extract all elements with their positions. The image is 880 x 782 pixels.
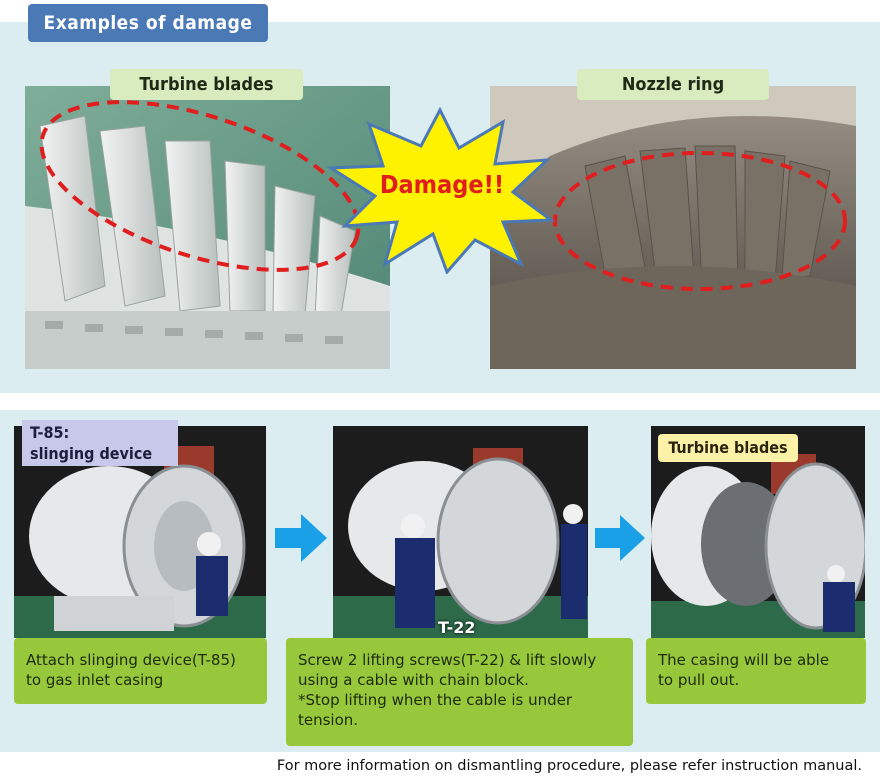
- next-step-arrow-icon: [275, 514, 327, 562]
- next-step-arrow-icon: [595, 515, 645, 561]
- nozzle-ring-label: Nozzle ring: [577, 69, 769, 100]
- step2-photo: [333, 426, 588, 638]
- step3-tag: Turbine blades: [658, 434, 798, 462]
- turbine-blades-label: Turbine blades: [110, 69, 303, 100]
- step3-photo: [651, 426, 865, 638]
- nozzle-ring-photo: [490, 86, 856, 369]
- footer-note: For more information on dismantling proc…: [276, 758, 862, 774]
- step2-caption: Screw 2 lifting screws(T-22) & lift slow…: [286, 638, 633, 746]
- turbine-blades-photo: [25, 86, 390, 369]
- step1-tag: T-85: slinging device: [22, 420, 178, 466]
- damage-burst-icon: [326, 106, 555, 274]
- section-title: Examples of damage: [28, 4, 268, 42]
- step1-caption: Attach slinging device(T-85) to gas inle…: [14, 638, 267, 704]
- step3-caption: The casing will be able to pull out.: [646, 638, 866, 704]
- damage-burst-text: Damage!!: [379, 170, 505, 199]
- t22-label: T-22: [438, 618, 476, 637]
